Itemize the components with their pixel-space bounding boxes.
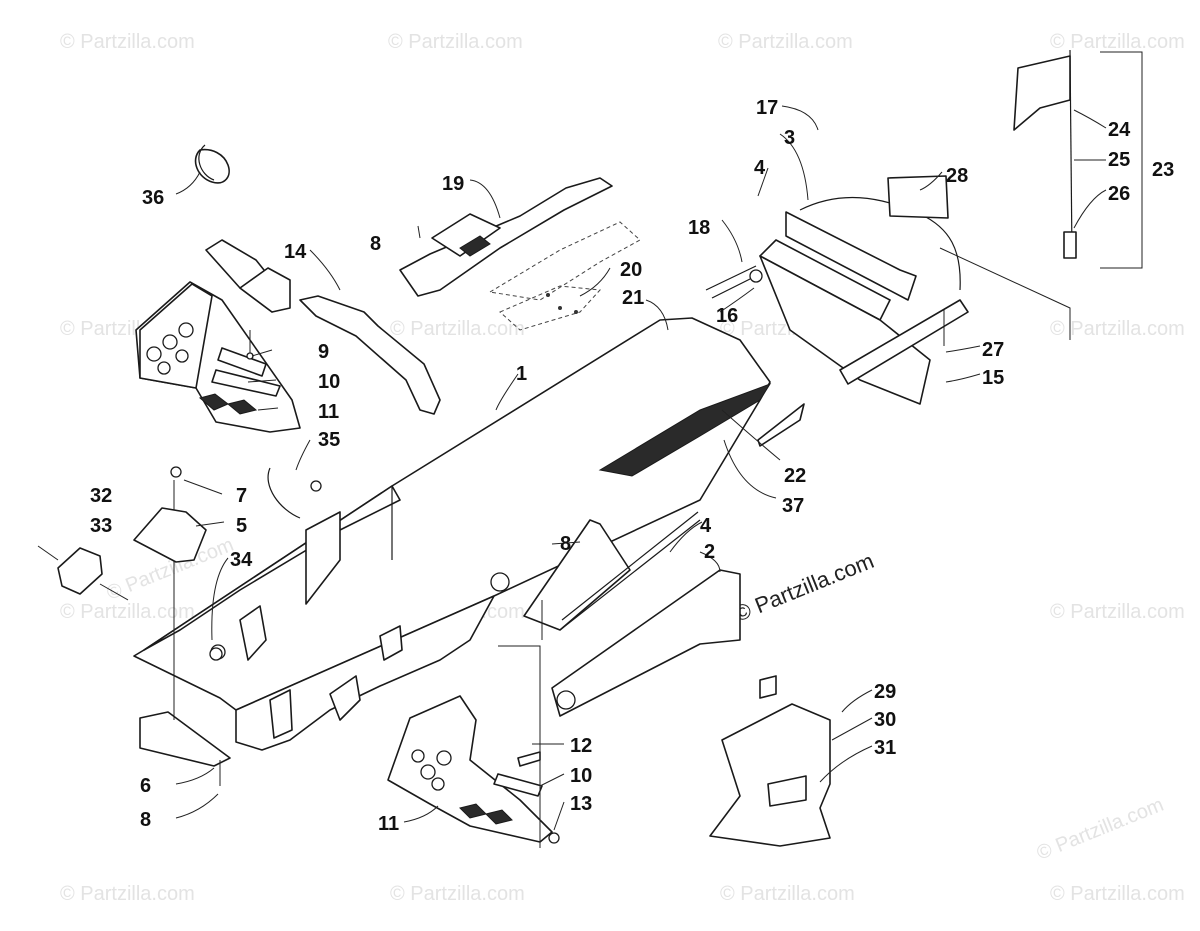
callout-14: 14 (284, 241, 307, 263)
callout-21: 21 (622, 287, 644, 309)
callout-11-lower: 11 (378, 813, 399, 835)
callout-5: 5 (236, 515, 247, 537)
callout-10-upper: 10 (318, 371, 340, 393)
callout-8-bottom: 8 (140, 809, 151, 831)
callout-36: 36 (142, 187, 164, 209)
watermark-text: © Partzilla.com (1034, 794, 1167, 865)
brand-watermark: © Partzilla.com (731, 548, 878, 627)
callout-labels: 1 2 3 4 4 5 6 7 8 8 8 9 10 10 11 11 12 1… (90, 97, 1174, 835)
callout-17: 17 (756, 97, 778, 119)
watermark-text: © Partzilla.com (718, 31, 853, 53)
part-left-footrest-bracket (135, 239, 301, 433)
callout-29: 29 (874, 681, 896, 703)
part-right-footrest-bracket (387, 695, 560, 844)
callout-32: 32 (90, 485, 112, 507)
watermark-text: © Partzilla.com (720, 883, 855, 905)
part-decals (757, 175, 949, 447)
leader-lines (175, 105, 1107, 831)
part-seat-rail (299, 177, 641, 415)
watermark-text: © Partzilla.com (390, 883, 525, 905)
watermark-text: © Partzilla.com (388, 31, 523, 53)
callout-28: 28 (946, 165, 968, 187)
callout-20: 20 (620, 259, 642, 281)
callout-3: 3 (784, 127, 795, 149)
callout-37: 37 (782, 495, 804, 517)
callout-25: 25 (1108, 149, 1130, 171)
watermark-text: © Partzilla.com (60, 883, 195, 905)
part-small-brackets (37, 466, 322, 661)
callout-18: 18 (688, 217, 710, 239)
callout-19: 19 (442, 173, 464, 195)
callout-15: 15 (982, 367, 1004, 389)
callout-26: 26 (1108, 183, 1130, 205)
callout-8-mid: 8 (560, 533, 571, 555)
watermark-text: © Partzilla.com (1050, 883, 1185, 905)
callout-23: 23 (1152, 159, 1174, 181)
callout-34: 34 (230, 549, 253, 571)
callout-10-lower: 10 (570, 765, 592, 787)
callout-13: 13 (570, 793, 592, 815)
watermark-text: © Partzilla.com (1050, 318, 1185, 340)
callout-11-upper: 11 (318, 401, 339, 423)
callout-35: 35 (318, 429, 340, 451)
part-rear-bumper (705, 196, 969, 405)
watermark-text: © Partzilla.com (1050, 601, 1185, 623)
callout-33: 33 (90, 515, 112, 537)
callout-2: 2 (704, 541, 715, 563)
watermark-text: © Partzilla.com (60, 601, 195, 623)
part-main-chassis (133, 317, 772, 751)
callout-8-top: 8 (370, 233, 381, 255)
callout-7: 7 (236, 485, 247, 507)
part-side-cover (709, 675, 831, 847)
callout-6: 6 (140, 775, 151, 797)
part-clip-ring (194, 144, 230, 184)
callout-1: 1 (516, 363, 527, 385)
reference-lines (498, 247, 1071, 848)
callout-12: 12 (570, 735, 592, 757)
callout-16: 16 (716, 305, 738, 327)
callout-4-rear: 4 (754, 157, 766, 179)
part-flag-kit (1013, 49, 1143, 269)
part-side-panel (523, 511, 741, 717)
watermark-text: © Partzilla.com (390, 318, 525, 340)
callout-22: 22 (784, 465, 806, 487)
callout-24: 24 (1108, 119, 1131, 141)
callout-27: 27 (982, 339, 1004, 361)
callout-9: 9 (318, 341, 329, 363)
callout-31: 31 (874, 737, 896, 759)
watermark-text: © Partzilla.com (60, 31, 195, 53)
callout-30: 30 (874, 709, 896, 731)
watermark-text: © Partzilla.com (1050, 31, 1185, 53)
callout-4-front: 4 (700, 515, 712, 537)
